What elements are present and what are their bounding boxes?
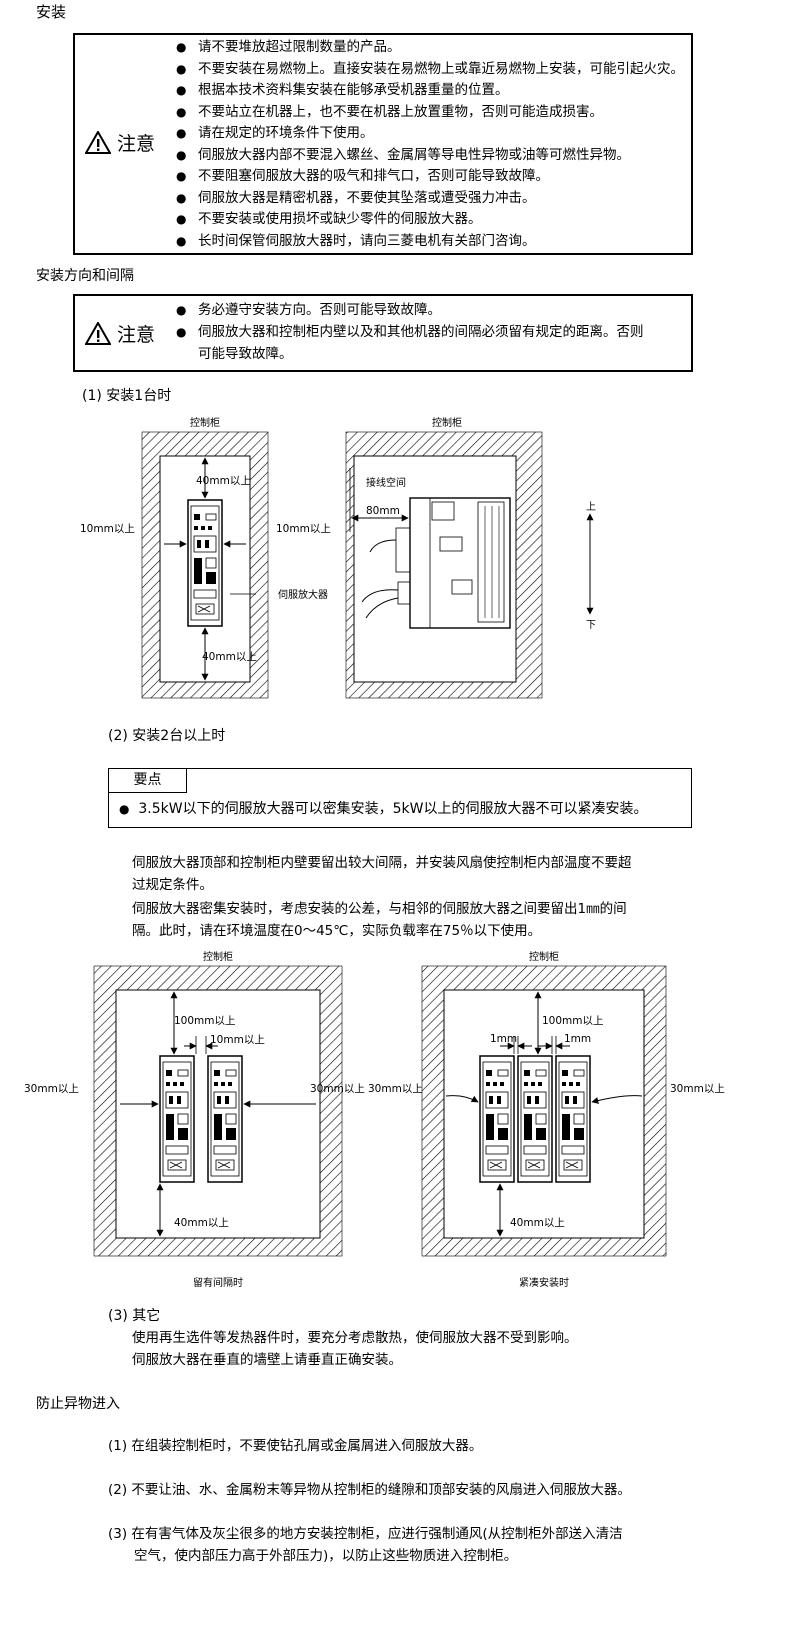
gap1-label: 1mm — [490, 1033, 517, 1045]
caution-item: 伺服放大器是精密机器，不要使其坠落或遭受强力冲击。 — [176, 188, 684, 210]
top-gap-label: 100mm以上 — [174, 1015, 236, 1027]
bottom-gap-label: 40mm以上 — [202, 651, 257, 663]
caution-item: 请在规定的环境条件下使用。 — [176, 123, 684, 145]
keypoint-text-row: ● 3.5kW以下的伺服放大器可以密集安装，5kW以上的伺服放大器不可以紧凑安装… — [119, 801, 648, 817]
wiring-depth-label: 80mm — [366, 505, 400, 517]
left-gap-label: 30mm以上 — [24, 1083, 79, 1095]
servo-amplifier-icon — [159, 1055, 195, 1183]
warning-triangle-icon — [85, 322, 111, 345]
keypoint-text: 3.5kW以下的伺服放大器可以密集安装，5kW以上的伺服放大器不可以紧凑安装。 — [138, 801, 648, 817]
warning-triangle-icon — [85, 131, 111, 154]
bottom-gap-label: 40mm以上 — [174, 1217, 229, 1229]
servo-amplifier-icon — [555, 1055, 591, 1183]
section-heading-direction: 安装方向和间隔 — [36, 268, 134, 284]
caution-item: 伺服放大器内部不要混入螺丝、金属屑等导电性异物或油等可燃性异物。 — [176, 145, 684, 167]
top-gap-label: 100mm以上 — [542, 1015, 604, 1027]
bottom-gap-label: 40mm以上 — [510, 1217, 565, 1229]
single-unit-install-diagram: 控制柜 40mm以上 40mm以上 10mm以上 10mm以上 伺服放大器 控制… — [80, 416, 596, 699]
paragraph-line: 伺服放大器顶部和控制柜内壁要留出较大间隔，并安装风扇使控制柜内部温度不要超 — [132, 855, 632, 871]
caution-item: 不要安装在易燃物上。直接安装在易燃物上或靠近易燃物上安装，可能引起火灾。 — [176, 59, 684, 81]
servo-amplifier-icon — [479, 1055, 515, 1183]
subheading-multiple: (2) 安装2台以上时 — [108, 728, 226, 744]
paragraph-line: 使用再生选件等发热器件时，要充分考虑散热，使伺服放大器不受到影响。 — [132, 1330, 578, 1346]
caution-item: 请不要堆放超过限制数量的产品。 — [176, 37, 684, 59]
section-heading-foreign: 防止异物进入 — [36, 1396, 120, 1412]
section-heading-install: 安装 — [36, 3, 67, 21]
caution-text: 注意 — [117, 324, 156, 346]
caution-item: 不要站立在机器上，也不要在机器上放置重物，否则可能造成损害。 — [176, 102, 684, 124]
keypoint-box: 要点 ● 3.5kW以下的伺服放大器可以密集安装，5kW以上的伺服放大器不可以紧… — [108, 768, 692, 828]
servo-amplifier-icon — [517, 1055, 553, 1183]
caution-item-continued: 可能导致故障。 — [198, 346, 293, 362]
caution-list-direction: 务必遵守安装方向。否则可能导致故障。 伺服放大器和控制柜内壁以及和其他机器的间隔… — [176, 300, 644, 343]
caution-item: 伺服放大器和控制柜内壁以及和其他机器的间隔必须留有规定的距离。否则 — [176, 322, 644, 344]
cabinet-label: 控制柜 — [203, 950, 233, 963]
cabinet-front-view — [141, 431, 269, 699]
gap2-label: 1mm — [564, 1033, 591, 1045]
caution-item: 长时间保管伺服放大器时，请向三菱电机有关部门咨询。 — [176, 231, 684, 253]
paragraph-line: 隔。此时，请在环境温度在0～45℃，实际负载率在75％以下使用。 — [132, 923, 542, 939]
paragraph-line: 过规定条件。 — [132, 877, 213, 893]
left-gap-label: 30mm以上 — [368, 1083, 423, 1095]
caution-label: 注意 — [85, 129, 155, 156]
right-gap-label: 10mm以上 — [276, 523, 331, 535]
right-gap-label: 30mm以上 — [310, 1083, 365, 1095]
foreign-item: (3) 在有害气体及灰尘很多的地方安装控制柜，应进行强制通风(从控制柜外部送入清… — [108, 1526, 623, 1542]
cabinet-label: 控制柜 — [190, 416, 220, 429]
foreign-item-continued: 空气，使内部压力高于外部压力)，以防止这些物质进入控制柜。 — [134, 1548, 518, 1564]
subheading-other: (3) 其它 — [108, 1308, 161, 1324]
wiring-space-label: 接线空间 — [366, 476, 406, 489]
right-gap-label: 30mm以上 — [670, 1083, 725, 1095]
caution-label: 注意 — [85, 320, 155, 347]
cabinet-label: 控制柜 — [432, 416, 462, 429]
up-label: 上 — [586, 501, 596, 513]
servo-amplifier-icon — [187, 499, 223, 627]
servo-amplifier-icon — [207, 1055, 243, 1183]
caution-item: 不要安装或使用损坏或缺少零件的伺服放大器。 — [176, 209, 684, 231]
down-label: 下 — [586, 620, 596, 631]
foreign-item: (1) 在组装控制柜时，不要使钻孔屑或金属屑进入伺服放大器。 — [108, 1438, 483, 1454]
caption-spaced: 留有间隔时 — [193, 1276, 243, 1289]
caption-compact: 紧凑安装时 — [519, 1276, 569, 1289]
cabinet-compact — [421, 965, 667, 1257]
multi-unit-install-diagram: 控制柜 100mm以上 10mm以上 30mm以上 30mm以上 40mm以上 … — [24, 950, 725, 1289]
servo-amplifier-side-icon — [361, 497, 511, 629]
cabinet-label: 控制柜 — [529, 950, 559, 963]
cabinet-spaced — [93, 965, 343, 1257]
cabinet-side-view — [345, 431, 543, 699]
foreign-item: (2) 不要让油、水、金属粉末等异物从控制柜的缝隙和顶部安装的风扇进入伺服放大器… — [108, 1482, 631, 1498]
caution-item: 务必遵守安装方向。否则可能导致故障。 — [176, 300, 644, 322]
top-gap-label: 40mm以上 — [196, 475, 251, 487]
caution-list-install: 请不要堆放超过限制数量的产品。 不要安装在易燃物上。直接安装在易燃物上或靠近易燃… — [176, 37, 684, 252]
caution-item: 不要阻塞伺服放大器的吸气和排气口，否则可能导致故障。 — [176, 166, 684, 188]
left-gap-label: 10mm以上 — [80, 523, 135, 535]
subheading-single: (1) 安装1台时 — [82, 388, 172, 404]
between-gap-label: 10mm以上 — [210, 1034, 265, 1046]
paragraph-line: 伺服放大器在垂直的墙壁上请垂直正确安装。 — [132, 1352, 402, 1368]
keypoint-title: 要点 — [109, 769, 187, 793]
caution-text: 注意 — [117, 133, 156, 155]
paragraph-line: 伺服放大器密集安装时，考虑安装的公差，与相邻的伺服放大器之间要留出1㎜的间 — [132, 901, 627, 917]
amplifier-label: 伺服放大器 — [278, 588, 328, 601]
caution-item: 根据本技术资料集安装在能够承受机器重量的位置。 — [176, 80, 684, 102]
